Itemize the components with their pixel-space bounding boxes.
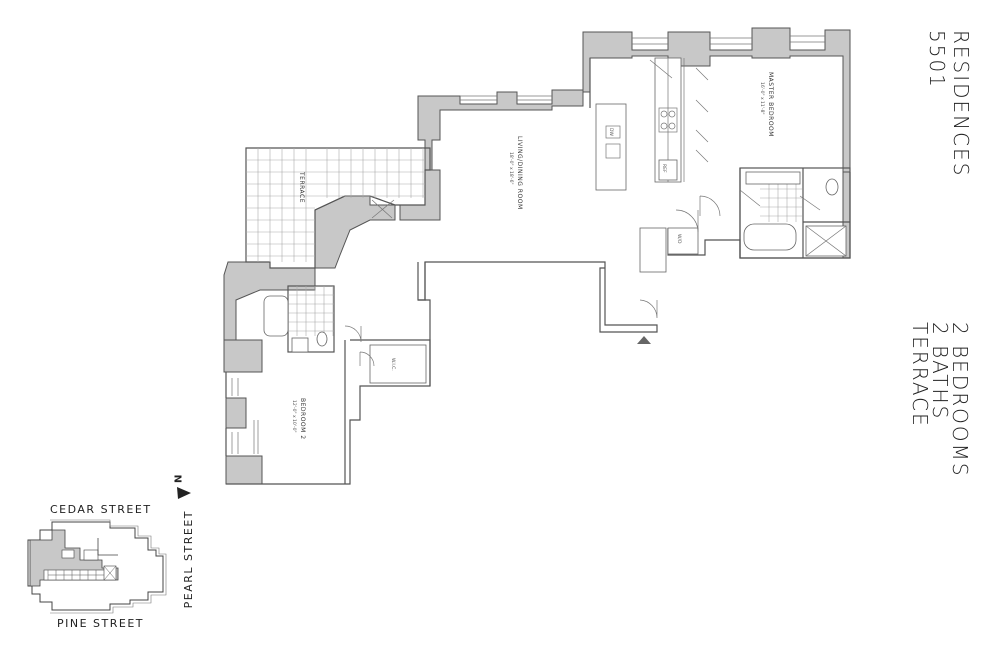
room-label-master: MASTER BEDROOM bbox=[767, 72, 774, 137]
room-label-living: LIVING/DINING ROOM bbox=[516, 136, 523, 210]
street-cedar: CEDAR STREET bbox=[50, 503, 152, 516]
wic bbox=[369, 344, 427, 384]
floor-outline bbox=[225, 57, 851, 485]
street-pearl: PEARL STREET bbox=[182, 510, 195, 609]
room-dims-bedroom2: 12'-0" x 10'-0" bbox=[291, 400, 297, 433]
master-tub bbox=[743, 223, 797, 251]
label-ref: REF bbox=[661, 164, 667, 173]
feature-bedrooms: 2 BEDROOMS bbox=[948, 322, 972, 478]
label-wic: W.I.C. bbox=[390, 358, 396, 371]
residence-title: RESIDENCES 5501 bbox=[925, 30, 973, 177]
doors-closets bbox=[344, 59, 821, 384]
title-line-2: 5501 bbox=[925, 30, 949, 89]
key-plan bbox=[27, 487, 191, 614]
windows bbox=[231, 35, 825, 454]
bath2-tiles bbox=[263, 285, 335, 353]
room-dims-living: 18'-0" x 18'-6" bbox=[508, 152, 514, 185]
wd-closet bbox=[667, 227, 699, 255]
residence-features: 2 BEDROOMS 2 BATHS TERRACE bbox=[908, 322, 972, 478]
label-dw: DW bbox=[608, 128, 614, 136]
title-line-1: RESIDENCES bbox=[949, 30, 973, 178]
bathtub-2 bbox=[263, 295, 289, 337]
north-arrow-icon bbox=[177, 487, 191, 499]
entry-arrow-icon bbox=[637, 336, 651, 344]
toilet-2 bbox=[316, 331, 328, 347]
exterior-walls bbox=[223, 27, 851, 485]
room-label-terrace: TERRACE bbox=[298, 171, 305, 203]
sink-2 bbox=[291, 337, 309, 353]
street-pine: PINE STREET bbox=[57, 617, 145, 630]
terrace-tiles bbox=[245, 147, 431, 269]
room-dims-master: 16'-0" x 11'-8" bbox=[759, 82, 765, 115]
master-bath bbox=[743, 171, 847, 257]
feature-baths: 2 BATHS bbox=[928, 322, 952, 421]
feature-terrace: TERRACE bbox=[908, 322, 932, 428]
room-label-bedroom2: BEDROOM 2 bbox=[299, 398, 306, 440]
master-toilet bbox=[825, 178, 839, 196]
room-labels: LIVING/DINING ROOM 18'-0" x 18'-6" MASTE… bbox=[291, 72, 774, 440]
label-wd: W/D bbox=[676, 234, 682, 244]
north-label: N bbox=[171, 474, 183, 485]
master-vanity bbox=[745, 171, 801, 185]
